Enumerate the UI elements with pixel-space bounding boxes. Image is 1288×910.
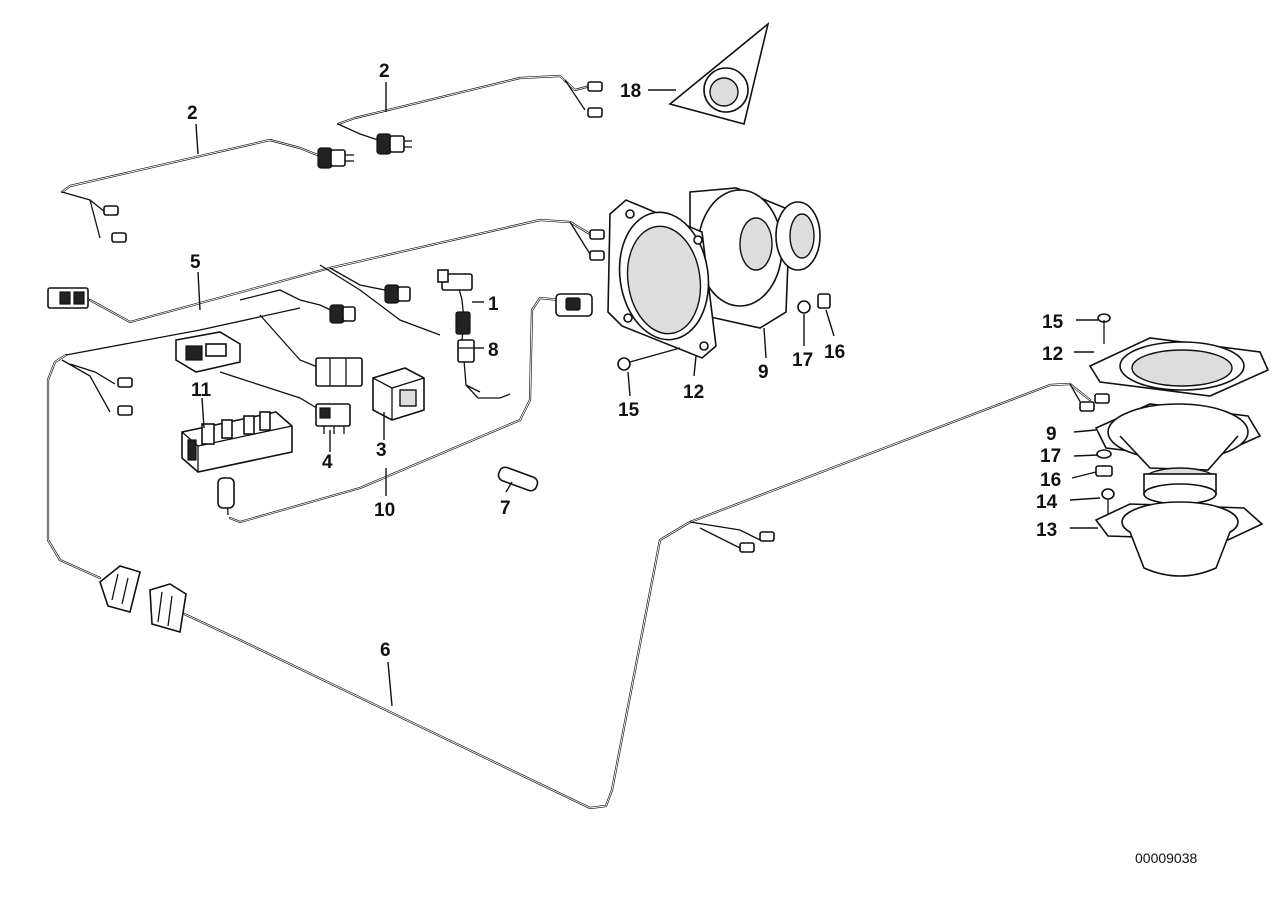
harness-10-connector [217,293,593,509]
wire-harnesses [46,74,1092,810]
part-11-terminal-block [181,411,293,473]
harness-6-connector-pair [99,565,187,634]
screw-14-right [1101,488,1115,522]
part-1-connector [441,273,473,335]
washer-17-right [1096,449,1112,459]
part-18-speaker-trim [668,21,770,125]
leader-lines [195,82,1101,707]
right-speaker-assembly [1088,313,1270,577]
center-speaker-assembly [607,187,831,371]
small-parts [175,269,539,492]
multi-pin-connector-5 [47,287,89,309]
bracket-13-right [1094,501,1264,577]
callout-15-center: 15 [618,400,640,421]
callout-2-top: 2 [379,61,390,82]
plug-connector-top [376,133,412,155]
diagram-reference-number: 00009038 [1135,850,1198,866]
speaker-frame-12-center [607,199,717,359]
callout-9-center: 9 [758,362,769,383]
callout-10: 10 [374,500,395,521]
callout-4: 4 [322,452,333,473]
screw-15-center [617,347,681,371]
part-4-connector [315,403,351,434]
callout-1: 1 [488,294,499,315]
speaker-cover-12-right [1088,337,1270,397]
harness-5-block-connector [315,269,449,387]
switch-block [175,331,241,373]
callout-7: 7 [500,498,511,519]
washer-17-center [797,300,811,314]
callout-5: 5 [190,252,201,273]
callout-11: 11 [191,380,212,401]
callout-12-center: 12 [683,382,704,403]
callout-17-right: 17 [1040,446,1061,467]
callout-12-right: 12 [1042,344,1063,365]
callout-3: 3 [376,440,387,461]
callout-2-left: 2 [187,103,198,124]
part-8-plug [457,339,475,363]
speaker-9-right [1094,403,1262,505]
callout-13: 13 [1036,520,1057,541]
callout-labels: 1 2 2 3 4 5 6 7 8 9 9 10 11 12 12 13 14 … [187,61,1064,661]
plug-connector-left [317,147,354,169]
callout-9-right: 9 [1046,424,1057,445]
part-3-relay [372,367,425,421]
clip-16-right [1095,465,1113,477]
plug-connector-mid2 [329,304,356,324]
callout-8: 8 [488,340,499,361]
callout-16-center: 16 [824,342,845,363]
callout-6: 6 [380,640,391,661]
callout-17-center: 17 [792,350,813,371]
speaker-9-center [689,187,821,329]
clip-16-center [817,293,831,309]
callout-16-right: 16 [1040,470,1061,491]
plug-connector-mid1 [384,284,411,304]
callout-18: 18 [620,81,641,102]
connectors [47,81,1110,634]
callout-15-right: 15 [1042,312,1064,333]
screw-15-right [1097,313,1111,344]
spade-terminals [103,81,1110,553]
callout-14: 14 [1036,492,1058,513]
part-7-plug [497,466,539,492]
